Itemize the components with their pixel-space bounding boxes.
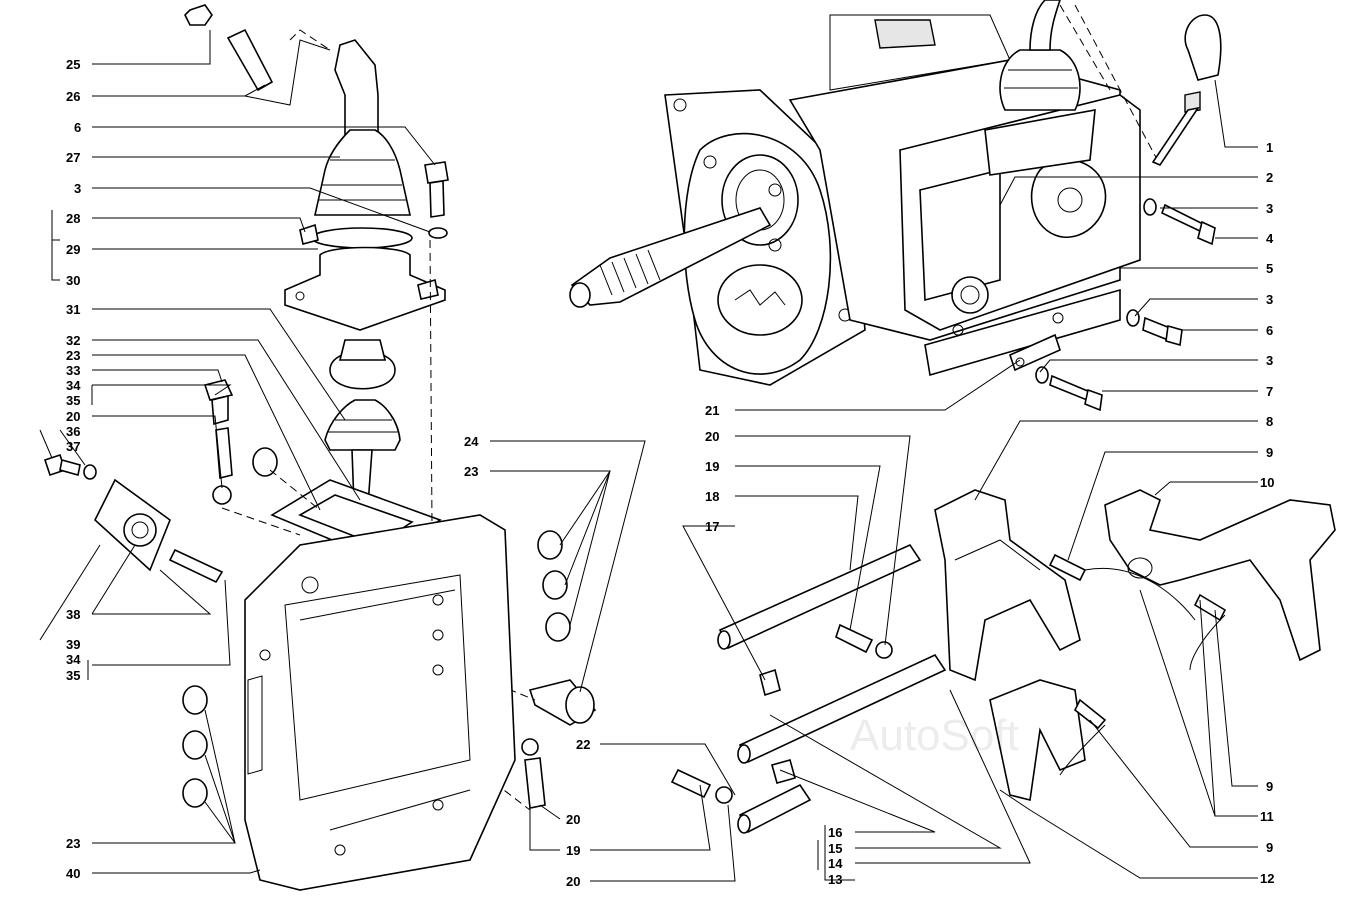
label-5: 5	[1266, 261, 1273, 276]
label-17: 17	[705, 519, 719, 534]
label-11: 11	[1260, 809, 1274, 824]
label-20-d: 20	[705, 429, 719, 444]
label-29: 29	[66, 242, 80, 257]
shift-rods	[670, 543, 1227, 834]
label-8: 8	[1266, 414, 1273, 429]
label-37: 37	[66, 439, 80, 454]
label-20-b: 20	[566, 812, 580, 827]
labels-right: 1 2 3 4 5 3 6 3 7 21 20 19 18 17 8 9 10 …	[705, 140, 1274, 887]
label-27: 27	[66, 150, 80, 165]
label-9-a: 9	[1266, 445, 1273, 460]
label-4: 4	[1266, 231, 1274, 246]
label-3-a: 3	[1266, 201, 1273, 216]
label-34-a: 34	[66, 378, 81, 393]
label-28: 28	[66, 211, 80, 226]
label-19-a: 19	[566, 843, 580, 858]
label-20-c: 20	[566, 874, 580, 889]
label-15: 15	[828, 841, 842, 856]
label-9-c: 9	[1266, 840, 1273, 855]
label-31: 31	[66, 302, 80, 317]
label-22: 22	[576, 737, 590, 752]
leaders-left	[39, 30, 736, 882]
label-6: 6	[74, 120, 81, 135]
label-26: 26	[66, 89, 80, 104]
label-3: 3	[74, 181, 81, 196]
label-32: 32	[66, 333, 80, 348]
label-30: 30	[66, 273, 80, 288]
labels-left: 25 26 6 27 3 28 29 30 31 32 23 33 34 35 …	[66, 57, 590, 889]
label-33: 33	[66, 363, 80, 378]
right-bolts	[1035, 198, 1216, 412]
label-25: 25	[66, 57, 80, 72]
label-23-c: 23	[464, 464, 478, 479]
label-35-a: 35	[66, 393, 80, 408]
label-2: 2	[1266, 170, 1273, 185]
label-23-a: 23	[66, 348, 80, 363]
label-38: 38	[66, 607, 80, 622]
label-23-b: 23	[66, 836, 80, 851]
label-39: 39	[66, 637, 80, 652]
label-21: 21	[705, 403, 719, 418]
gearbox-assembly	[569, 0, 1161, 386]
gear-knob	[1151, 14, 1222, 166]
label-1: 1	[1266, 140, 1273, 155]
label-6: 6	[1266, 323, 1273, 338]
label-36: 36	[66, 424, 80, 439]
label-19-b: 19	[705, 459, 719, 474]
label-13: 13	[828, 872, 842, 887]
label-40: 40	[66, 866, 80, 881]
label-7: 7	[1266, 384, 1273, 399]
label-10: 10	[1260, 475, 1274, 490]
label-34-b: 34	[66, 652, 81, 667]
shift-forks	[934, 489, 1336, 801]
label-18: 18	[705, 489, 719, 504]
label-3-b: 3	[1266, 292, 1273, 307]
shift-mechanism-exploded	[43, 4, 597, 891]
label-24: 24	[464, 434, 479, 449]
label-20-a: 20	[66, 409, 80, 424]
label-3-c: 3	[1266, 353, 1273, 368]
label-16: 16	[828, 825, 842, 840]
label-12: 12	[1260, 871, 1274, 886]
label-14: 14	[828, 856, 843, 871]
watermark: AutoSoft	[850, 711, 1019, 760]
label-35-b: 35	[66, 668, 80, 683]
leaders-right	[682, 79, 1258, 881]
label-9-b: 9	[1266, 779, 1273, 794]
